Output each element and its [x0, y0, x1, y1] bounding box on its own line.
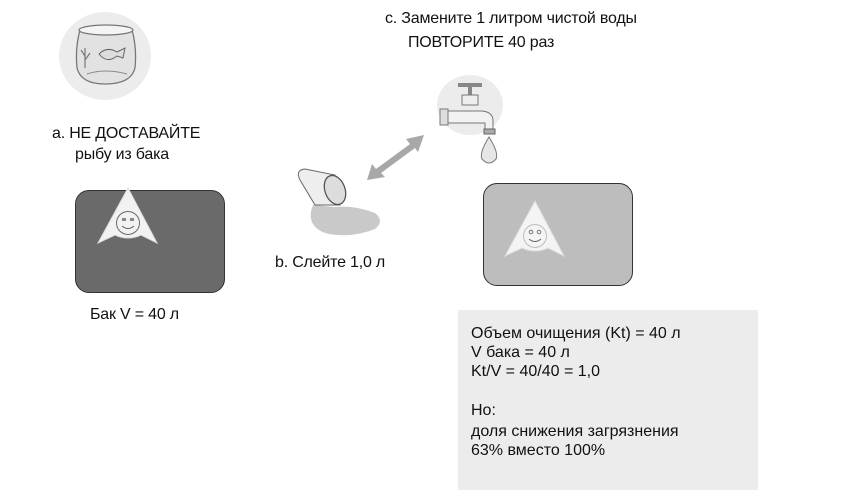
fish-icon: [503, 199, 566, 258]
step-b-label: b. Слейте 1,0 л: [275, 254, 386, 271]
spilled-cup-icon: [297, 168, 380, 236]
fish-icon: [96, 186, 159, 245]
info-line: доля снижения загрязнения: [471, 423, 679, 440]
tank-cleaned: [483, 183, 633, 286]
faucet-icon: [437, 75, 503, 164]
info-line: 63% вместо 100%: [471, 442, 606, 459]
info-line: V бака = 40 л: [471, 344, 570, 361]
double-arrow-icon: [367, 135, 424, 180]
step-c-line1: c. Замените 1 литром чистой воды: [385, 10, 637, 27]
step-c-line2: ПОВТОРИТЕ 40 раз: [408, 34, 555, 51]
step-a-line2: рыбу из бака: [75, 146, 169, 163]
tank-volume-label: Бак V = 40 л: [90, 306, 179, 323]
info-line: Kt/V = 40/40 = 1,0: [471, 363, 600, 380]
step-a-line1: a. НЕ ДОСТАВАЙТЕ: [52, 125, 201, 142]
info-line: Объем очищения (Kt) = 40 л: [471, 325, 681, 342]
info-line: Но:: [471, 402, 496, 419]
fishbowl-icon: [59, 12, 151, 100]
info-box: Объем очищения (Kt) = 40 л V бака = 40 л…: [458, 310, 758, 490]
